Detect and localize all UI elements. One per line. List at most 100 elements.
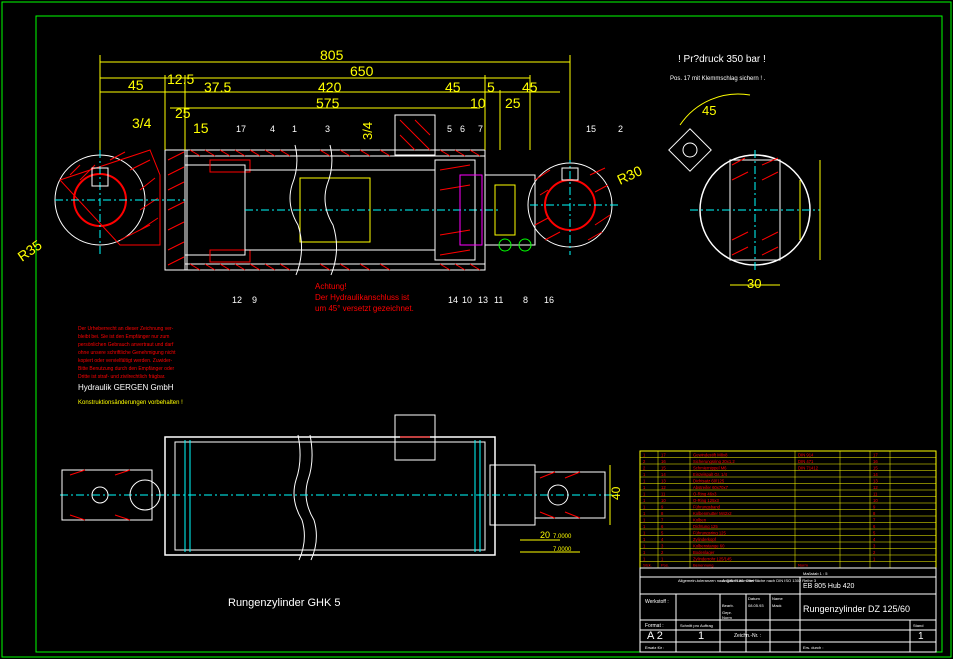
parts-pos: 1 <box>873 556 876 561</box>
werkstoff-label: Werkstoff : <box>645 599 669 605</box>
parts-nr: 16 <box>661 459 666 464</box>
pos-7: 7 <box>478 124 483 134</box>
parts-pos: 8 <box>873 511 876 516</box>
parts-desc: Gewindestift M8x8 <box>693 452 728 457</box>
parts-desc: Bodenlager <box>693 550 715 555</box>
parts-desc: Zylinderkopf <box>693 537 717 542</box>
datum-col: Datum <box>748 596 760 601</box>
dim-45c: 45 <box>522 79 538 95</box>
copyright-line4: ohne unsere schriftliche Genehmigung nic… <box>78 350 176 356</box>
parts-desc: Führungsring 125 <box>693 530 726 535</box>
dim-12-5: 12.5 <box>167 71 194 87</box>
parts-nr: 14 <box>661 472 666 477</box>
parts-desc: Schmiernippel M6 <box>693 465 727 470</box>
pos17-note: Pos. 17 mit Klemmschlag sichern ! . <box>670 76 766 82</box>
pos-17: 17 <box>236 124 246 134</box>
dim-45-angle: 45 <box>702 103 716 118</box>
parts-pos: 15 <box>873 465 878 470</box>
parts-pos: 7 <box>873 517 876 522</box>
parts-norm: DIN 471 <box>798 459 814 464</box>
parts-qty: 2 <box>643 465 646 470</box>
company-name: Hydraulik GERGEN GmbH <box>78 383 174 392</box>
parts-qty: 1 <box>643 472 646 477</box>
dim-5: 5 <box>487 79 495 95</box>
side-view[interactable] <box>668 93 821 286</box>
dim-805: 805 <box>320 47 344 63</box>
parts-norm: DIN 914 <box>798 452 814 457</box>
material: EB 805 Hub 420 <box>803 583 854 590</box>
parts-nr: 9 <box>661 504 664 509</box>
dim-R30: R30 <box>615 162 645 187</box>
copyright-line5: kopiert oder vervielfältigt werden. Zuwi… <box>78 358 173 364</box>
dim-7b: 7.0000 <box>553 547 572 553</box>
port-block <box>394 114 436 156</box>
parts-header-norm: Norm <box>798 563 808 568</box>
dim-650: 650 <box>350 63 374 79</box>
parts-nr: 13 <box>661 478 666 483</box>
general-tol: Allgemein-toleranzen nach DIN 7168 mitte… <box>678 578 754 583</box>
pos-11: 11 <box>494 295 503 305</box>
copyright-line2: bleibt bei. Sie ist den Empfänger nur zu… <box>78 334 169 340</box>
dim-25a: 25 <box>505 95 521 111</box>
pos-5: 5 <box>447 124 452 134</box>
pressure-note: ! Pr?druck 350 bar ! <box>678 54 766 65</box>
angaben: Angaben zur Oberfläche nach DIN ISO 1302… <box>722 578 817 583</box>
rights-note: Konstruktionsänderungen vorbehalten ! <box>78 400 183 406</box>
stand-label: Stand <box>913 623 923 628</box>
dim-20-bottom: 20 <box>540 530 550 540</box>
parts-pos: 6 <box>873 524 876 529</box>
pos-2: 2 <box>618 124 623 134</box>
parts-desc: Dichtung 125 <box>693 524 718 529</box>
parts-qty: 1 <box>643 452 646 457</box>
pos-16: 16 <box>544 295 554 305</box>
pos-4: 4 <box>270 124 275 134</box>
parts-pos: 11 <box>873 491 878 496</box>
ersatz-label: Ersatz für : <box>645 645 664 650</box>
parts-header-pos_label: Pos. <box>661 563 669 568</box>
parts-header-stueck_label: Stck. <box>643 563 652 568</box>
title-block[interactable] <box>639 567 937 653</box>
outside-view[interactable] <box>60 414 620 561</box>
dim-420: 420 <box>318 79 342 95</box>
parts-qty: 1 <box>643 537 646 542</box>
main-section-view[interactable] <box>54 114 620 276</box>
copyright-line7: Dritte ist straf- und zivilrechtlich frä… <box>78 374 166 380</box>
left-eye-hatch <box>59 149 161 246</box>
parts-qty: 1 <box>643 543 646 548</box>
parts-nr: 4 <box>661 537 664 542</box>
parts-nr: 17 <box>661 452 666 457</box>
parts-desc: Kolbenmutter M42x2 <box>693 511 732 516</box>
name: Rungenzylinder DZ 125/60 <box>803 604 910 614</box>
norm-label: Norm <box>722 615 732 620</box>
dim-15: 15 <box>193 120 209 136</box>
dim-3-4a: 3/4 <box>132 115 152 131</box>
parts-pos: 13 <box>873 478 878 483</box>
parts-desc: Kolben <box>693 517 707 522</box>
parts-nr: 1 <box>661 556 664 561</box>
pos-13: 13 <box>478 295 488 305</box>
pos-3: 3 <box>325 124 330 134</box>
parts-desc: Dichtsatz 60/125 <box>693 478 725 483</box>
parts-qty: 1 <box>643 530 646 535</box>
parts-pos: 4 <box>873 537 876 542</box>
warning-line1: Der Hydraulikanschluss ist <box>315 293 410 302</box>
warning-title: Achtung! <box>315 282 347 291</box>
pos-9: 9 <box>252 295 257 305</box>
parts-desc: O-Ring 46x3 <box>693 491 717 496</box>
drawing-title: Rungenzylinder GHK 5 <box>228 597 341 609</box>
bearb-label: Bearb. <box>722 603 734 608</box>
pos-12: 12 <box>232 295 242 305</box>
pos-6: 6 <box>460 124 465 134</box>
parts-desc: Einzelspalt Gr. 1/4 <box>693 472 728 477</box>
pos-8: 8 <box>523 295 528 305</box>
ers-durch-label: Ers. durch : <box>803 645 823 650</box>
parts-desc: Abstreifer 60x70x7 <box>693 485 729 490</box>
parts-desc: Kolbenstange 60 <box>693 543 725 548</box>
dim-575: 575 <box>316 95 340 111</box>
parts-nr: 12 <box>661 485 666 490</box>
parts-nr: 15 <box>661 465 666 470</box>
parts-pos: 16 <box>873 459 878 464</box>
parts-qty: 1 <box>643 524 646 529</box>
